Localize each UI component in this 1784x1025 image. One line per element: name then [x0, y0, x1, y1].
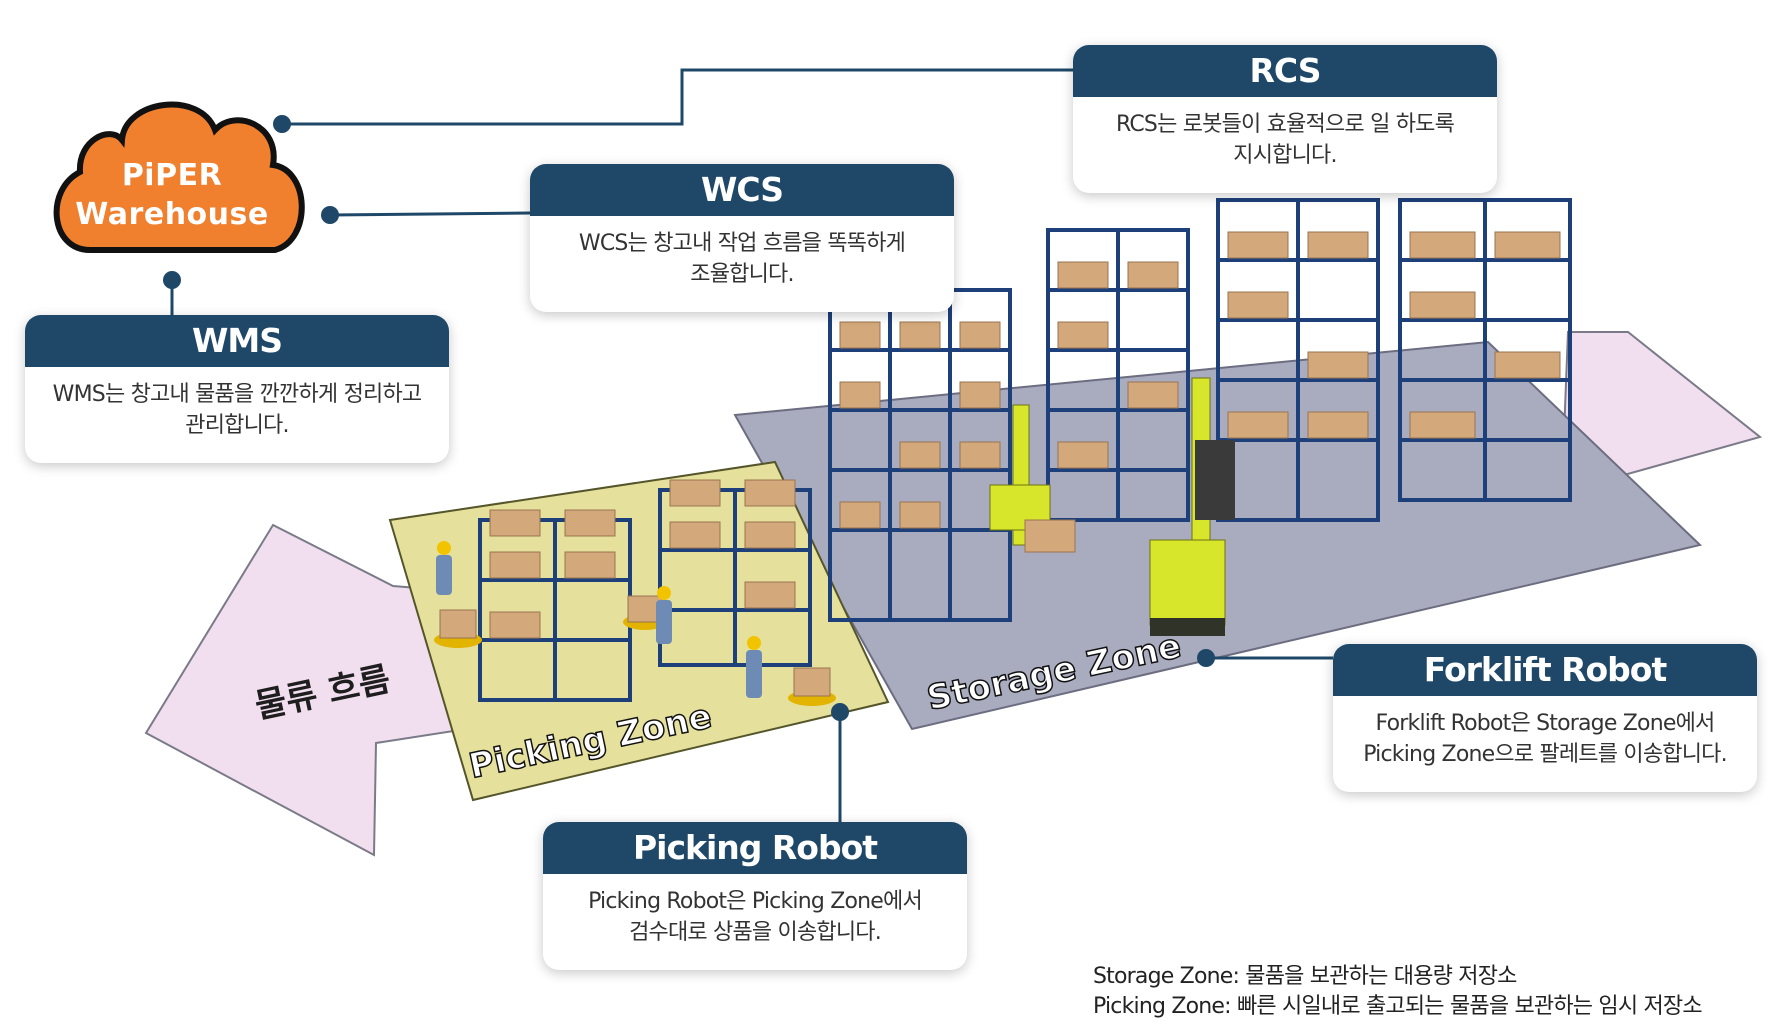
forklift-robot-2: [1149, 377, 1235, 636]
rcs-card-description: RCS는 로봇들이 효율적으로 일 하도록 지시합니다.: [1073, 97, 1497, 171]
picking-robot-card-title: Picking Robot: [543, 822, 967, 874]
wms-card: WMS WMS는 창고내 물품을 깐깐하게 정리하고 관리합니다.: [25, 315, 449, 463]
footnote-storage-zone: Storage Zone: 물품을 보관하는 대용량 저장소: [1093, 964, 1517, 989]
connector-lines: [170, 68, 1333, 822]
footnote-picking-zone: Picking Zone: 빠른 시일내로 출고되는 물품을 보관하는 임시 저…: [1093, 994, 1703, 1019]
forklift-robot-1: [989, 404, 1076, 553]
wcs-card-description: WCS는 창고내 작업 흐름을 똑똑하게 조율합니다.: [530, 216, 954, 290]
wcs-card-line2: 조율합니다.: [690, 262, 794, 287]
forklift-robot-card: Forklift Robot Forklift Robot은 Storage Z…: [1333, 644, 1757, 792]
forklift-robot-card-title: Forklift Robot: [1333, 644, 1757, 696]
forklift-robot-card-description: Forklift Robot은 Storage Zone에서 Picking Z…: [1333, 696, 1757, 770]
wcs-card-title: WCS: [530, 164, 954, 216]
wms-card-line1: WMS는 창고내 물품을 깐깐하게 정리하고: [52, 382, 422, 407]
wms-card-title: WMS: [25, 315, 449, 367]
rcs-card-line2: 지시합니다.: [1233, 143, 1337, 168]
wcs-card-line1: WCS는 창고내 작업 흐름을 똑똑하게: [578, 231, 906, 256]
picking-robot-card-line1: Picking Robot은 Picking Zone에서: [588, 889, 923, 914]
cloud-title-line2: Warehouse: [75, 197, 269, 232]
wcs-card: WCS WCS는 창고내 작업 흐름을 똑똑하게 조율합니다.: [530, 164, 954, 312]
rcs-card: RCS RCS는 로봇들이 효율적으로 일 하도록 지시합니다.: [1073, 45, 1497, 193]
picking-robot-card-description: Picking Robot은 Picking Zone에서 검수대로 상품을 이…: [543, 874, 967, 948]
wms-card-description: WMS는 창고내 물품을 깐깐하게 정리하고 관리합니다.: [25, 367, 449, 441]
picking-robot-card: Picking Robot Picking Robot은 Picking Zon…: [543, 822, 967, 970]
storage-racks: [828, 198, 1572, 622]
picking-robot-card-line2: 검수대로 상품을 이송합니다.: [629, 920, 882, 945]
picking-robots: [434, 595, 836, 706]
workers: [436, 541, 762, 698]
cloud-icon: [53, 101, 305, 253]
storage-boxes: [839, 231, 1561, 529]
forklift-robot-card-line1: Forklift Robot은 Storage Zone에서: [1375, 711, 1716, 736]
rcs-card-title: RCS: [1073, 45, 1497, 97]
connector-dots: [163, 115, 1215, 721]
rcs-card-line1: RCS는 로봇들이 효율적으로 일 하도록: [1115, 112, 1455, 137]
zone-footnote: Storage Zone: 물품을 보관하는 대용량 저장소 Picking Z…: [1093, 962, 1703, 1022]
wms-card-line2: 관리합니다.: [185, 413, 289, 438]
cloud-title-line1: PiPER: [121, 158, 223, 193]
forklift-robot-card-line2: Picking Zone으로 팔레트를 이송합니다.: [1363, 742, 1727, 767]
picking-boxes: [489, 479, 796, 639]
